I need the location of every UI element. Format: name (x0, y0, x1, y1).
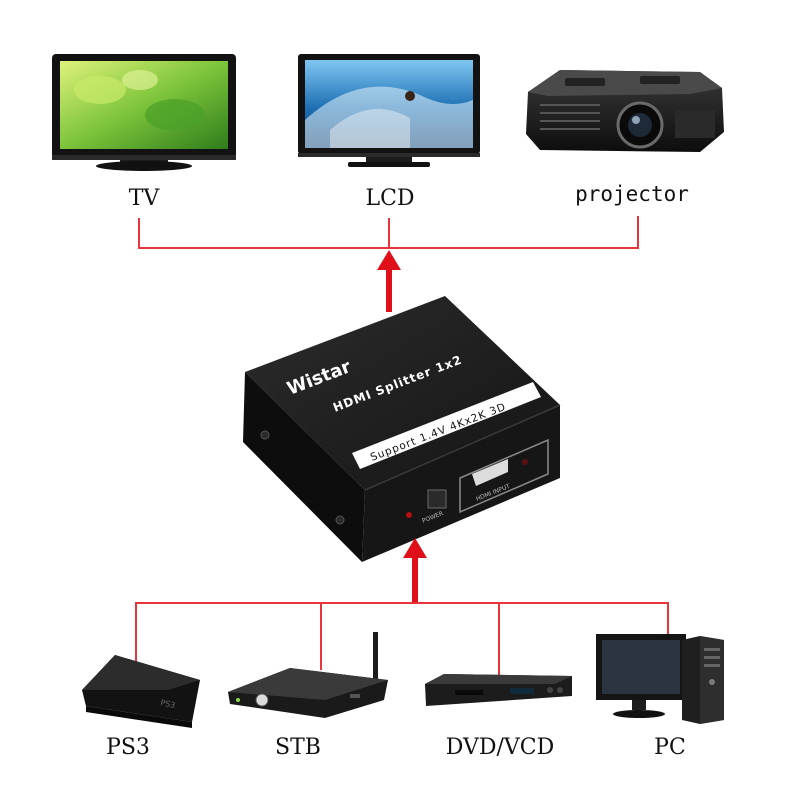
arrow-from-inputs (403, 538, 427, 602)
output-label-tv: TV (129, 186, 161, 211)
input-label-stb: STB (275, 735, 321, 760)
svg-text:PS3: PS3 (160, 698, 177, 710)
arrow-to-outputs (377, 250, 401, 312)
input-connector (135, 602, 669, 676)
lcd-monitor-icon (298, 54, 480, 167)
game-console-icon: PS3 (82, 655, 200, 728)
output-label-lcd: LCD (365, 186, 414, 211)
input-label-pc: PC (654, 735, 686, 760)
dvd-player-icon (425, 674, 572, 706)
output-label-projector: projector (575, 182, 689, 206)
projector-icon (526, 70, 724, 152)
desktop-pc-icon (596, 634, 724, 724)
hdmi-splitter-icon (243, 296, 561, 562)
tv-icon (52, 54, 236, 171)
input-label-dvd: DVD/VCD (446, 735, 555, 760)
output-connector (138, 216, 639, 249)
set-top-box-icon (228, 632, 388, 718)
input-label-ps3: PS3 (106, 735, 150, 760)
